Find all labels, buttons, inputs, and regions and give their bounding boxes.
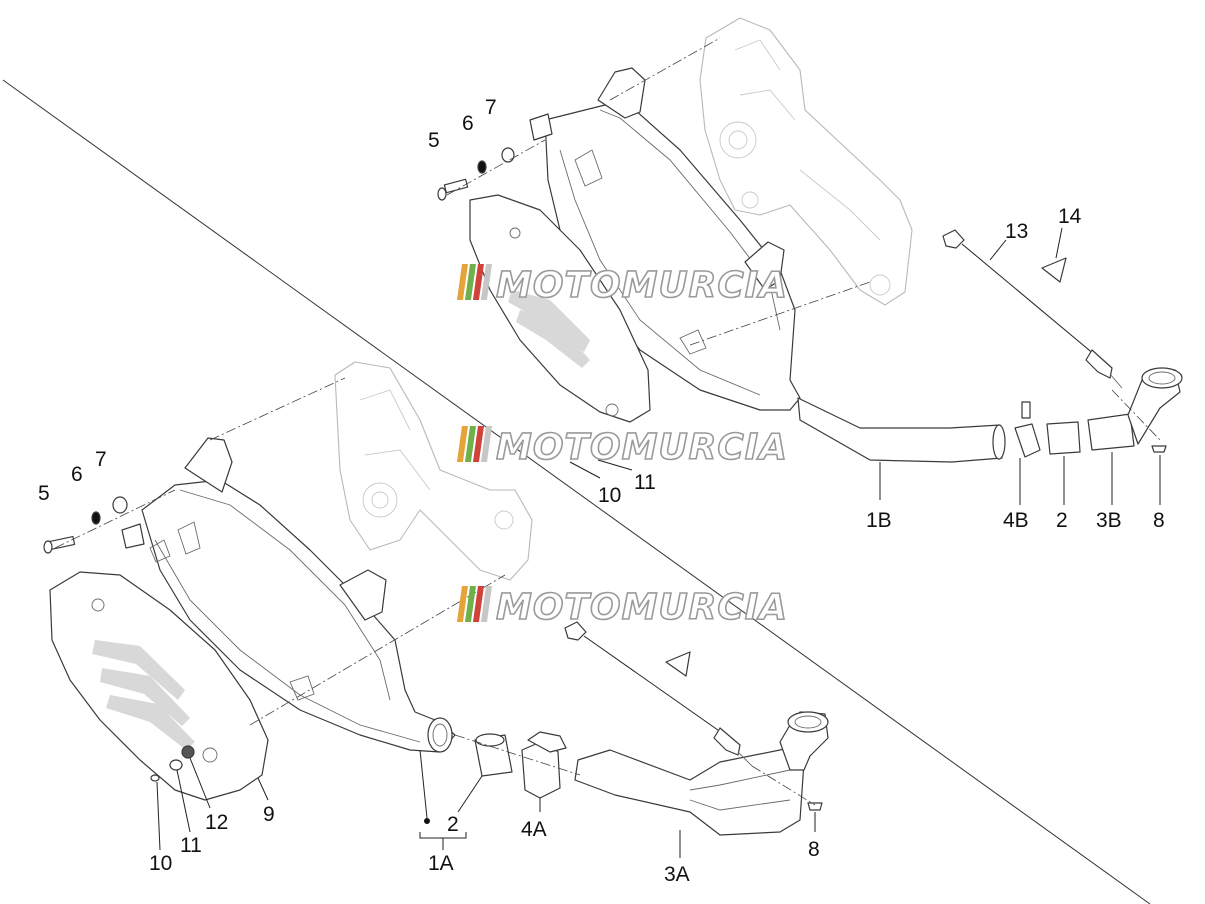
upper-axis-line-2 (609, 37, 721, 101)
watermark-3: MOTOMURCIA (456, 586, 788, 629)
upper-leader-14 (1055, 227, 1063, 259)
lower-clamp-4A (521, 731, 567, 799)
upper-callout-8: 8 (1153, 509, 1165, 532)
upper-washer-6 (477, 160, 487, 174)
watermark-stripe-4 (480, 426, 492, 462)
lower-assembly: 5 6 7 9 10 11 12 2 1A 4A 3A 8 (38, 361, 829, 886)
upper-callout-3B: 3B (1096, 509, 1122, 532)
lower-bolt-5 (43, 535, 76, 554)
watermark-stripe-1 (456, 426, 468, 462)
lower-axis-line-2 (209, 377, 346, 441)
upper-muffler (529, 67, 801, 411)
watermark-text: MOTOMURCIA (496, 587, 788, 628)
lower-leader-1A-dot (424, 818, 430, 824)
watermark-stripe-3 (472, 586, 484, 622)
watermark-stripe-4 (480, 264, 492, 300)
lower-muffler (121, 437, 456, 753)
upper-callout-14: 14 (1058, 205, 1082, 228)
watermark-stripe-3 (472, 264, 484, 300)
watermark-stripe-1 (456, 264, 468, 300)
upper-leader-11 (597, 459, 633, 471)
watermark-1: MOTOMURCIA (456, 264, 788, 307)
lower-leader-11 (176, 769, 191, 833)
lower-engine-bracket (334, 361, 533, 581)
upper-callout-11: 11 (634, 471, 656, 494)
lower-axis-line-1 (54, 489, 176, 549)
lower-leader-10 (156, 781, 161, 851)
lower-leader-9 (257, 777, 269, 801)
lower-axis-line-4 (454, 734, 581, 776)
watermark-stripe-1 (456, 586, 468, 622)
upper-engine-bracket (699, 17, 913, 306)
upper-callout-10: 10 (598, 484, 621, 507)
watermark-stripe-4 (480, 586, 492, 622)
lower-callout-9: 9 (263, 803, 275, 826)
upper-leader-13 (989, 239, 1007, 261)
lower-nut-8 (807, 802, 823, 811)
lower-axis-line-3 (249, 574, 506, 726)
watermark-stripe-2 (464, 264, 476, 300)
lower-washer-6 (91, 511, 101, 525)
upper-heat-shield (469, 194, 651, 423)
lower-leader-2 (457, 775, 483, 813)
lower-callout-2: 2 (447, 813, 459, 836)
lower-washer-7 (112, 496, 128, 514)
lower-callout-12: 12 (205, 811, 228, 834)
watermark-text: MOTOMURCIA (496, 427, 788, 468)
upper-callout-5: 5 (428, 129, 440, 152)
watermark-stripe-2 (464, 586, 476, 622)
watermark-text: MOTOMURCIA (496, 265, 788, 306)
lower-lambda-sensor (564, 621, 753, 767)
separator-line (2, 79, 1151, 904)
upper-axis-line-4 (1111, 389, 1161, 441)
upper-strap-14 (1041, 257, 1067, 283)
lower-bracket-1A (419, 832, 467, 850)
upper-sleeve-2 (1046, 421, 1081, 455)
lower-callout-1A: 1A (428, 852, 454, 875)
upper-clamp-4B (1014, 401, 1041, 458)
upper-nut-8 (1151, 445, 1167, 453)
lower-washer-11 (169, 759, 183, 771)
upper-bolt-5 (437, 178, 469, 201)
upper-axis-line-1 (446, 139, 546, 196)
watermark-stripe-2 (464, 426, 476, 462)
lower-axis-line-5 (751, 765, 816, 806)
watermark-stripe-3 (472, 426, 484, 462)
lower-heat-shield (49, 571, 269, 801)
lower-pipe-3A (574, 711, 829, 836)
lower-callout-7: 7 (95, 448, 107, 471)
upper-pipe-3B (1087, 413, 1135, 451)
upper-leader-10 (569, 461, 601, 479)
lower-callout-3A: 3A (664, 863, 690, 886)
lower-callout-10: 10 (149, 852, 172, 875)
lower-callout-6: 6 (71, 463, 83, 486)
lower-nut-12 (181, 745, 195, 759)
upper-callout-7: 7 (485, 96, 497, 119)
upper-callout-13: 13 (1005, 220, 1028, 243)
lower-sleeve-2 (474, 733, 513, 777)
watermark-2: MOTOMURCIA (456, 426, 788, 469)
upper-callout-2: 2 (1056, 509, 1068, 532)
upper-callout-4B: 4B (1003, 509, 1029, 532)
upper-assembly: 5 6 7 13 14 1B 4B 2 3B 8 10 11 (428, 17, 1183, 532)
lower-callout-5: 5 (38, 482, 50, 505)
lower-strap (665, 651, 691, 677)
upper-callout-6: 6 (462, 112, 474, 135)
upper-pipe-1B (797, 397, 1006, 463)
lower-leader-1A (419, 749, 428, 819)
upper-callout-1B: 1B (866, 509, 892, 532)
lower-callout-11: 11 (180, 834, 202, 857)
lower-callout-4A: 4A (521, 818, 547, 841)
lower-callout-8: 8 (808, 838, 820, 861)
lower-leader-12 (189, 757, 211, 809)
upper-axis-line-3 (689, 281, 871, 346)
lower-screw-10 (150, 774, 160, 782)
upper-elbow (1127, 367, 1183, 445)
upper-lambda-sensor-13 (942, 229, 1123, 389)
upper-washer-7 (501, 147, 515, 163)
